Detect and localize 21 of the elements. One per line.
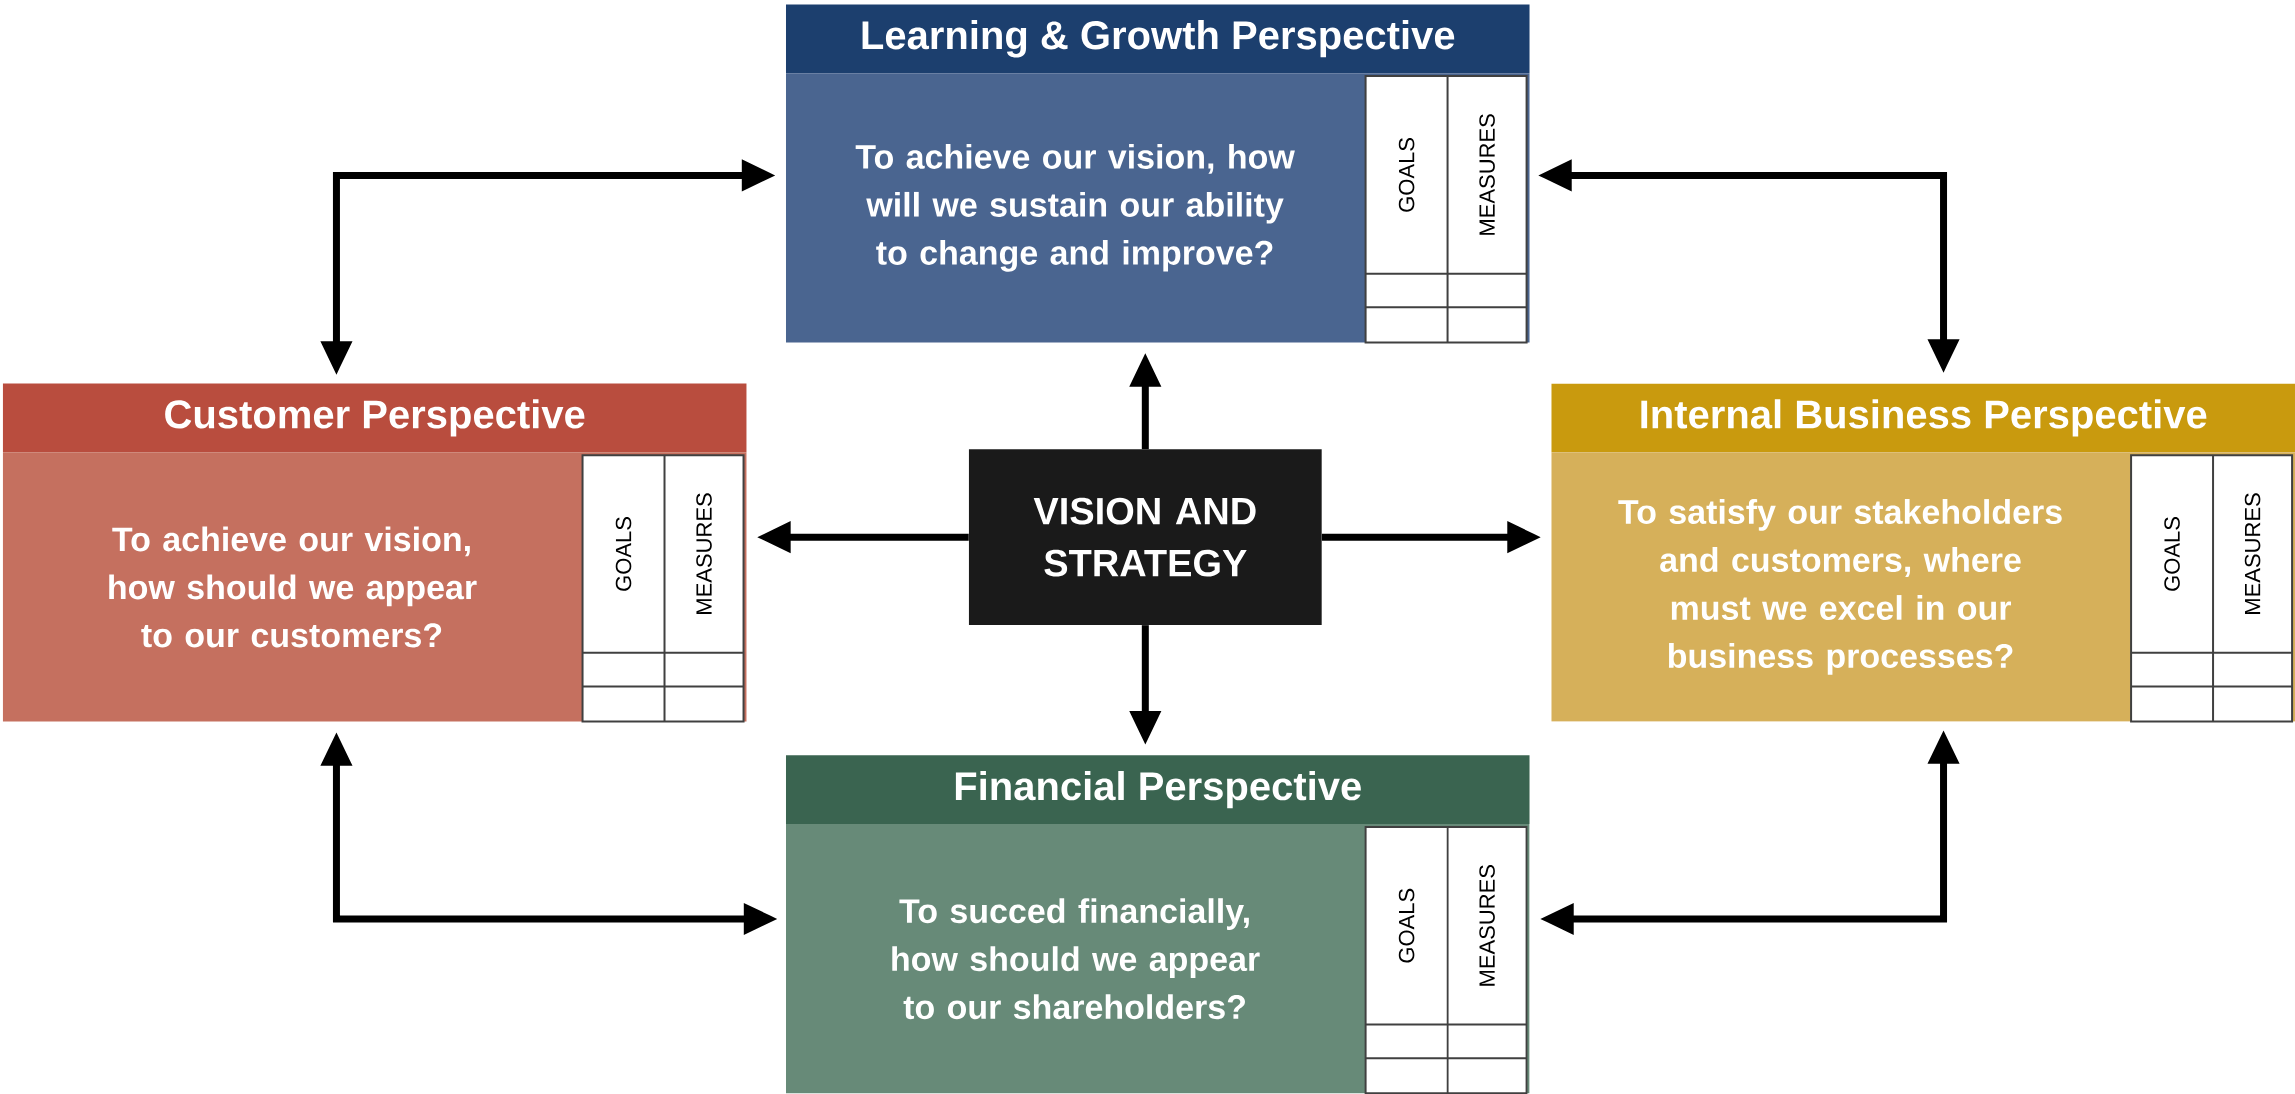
column-label: GOALS [615, 517, 632, 591]
perspective-box [786, 755, 1530, 1094]
column-label: MEASURES [1479, 865, 1495, 986]
question-text: To achieve our vision, how should we appear to our customers? [109, 526, 477, 648]
column-label: MEASURES [696, 493, 712, 614]
question-text: To succed financially, how should we appear to our shareholders? [892, 898, 1260, 1020]
box-heading: Financial Perspective [955, 771, 1361, 809]
box-heading: Internal Business Perspective [1641, 399, 2207, 437]
perspective-box [1551, 383, 2295, 723]
perspective-box [786, 4, 1530, 344]
strategy-box: VISION AND STRATEGY [968, 449, 1322, 625]
column-label: GOALS [2164, 517, 2180, 591]
box-heading: Customer Perspective [165, 399, 585, 437]
question-text: To satisfy our stakeholders and customers, where must we excel in our business processes? [1618, 499, 2062, 675]
question-text: To achieve our vision, how will we sustain our ability to change and improve? [855, 143, 1295, 272]
column-label: MEASURES [1479, 114, 1495, 235]
column-label: GOALS [1398, 888, 1415, 963]
perspective-box [2, 383, 747, 723]
column-label: GOALS [1398, 138, 1415, 212]
box-heading: Learning & Growth Perspective [862, 20, 1455, 58]
column-label: MEASURES [2244, 493, 2261, 614]
